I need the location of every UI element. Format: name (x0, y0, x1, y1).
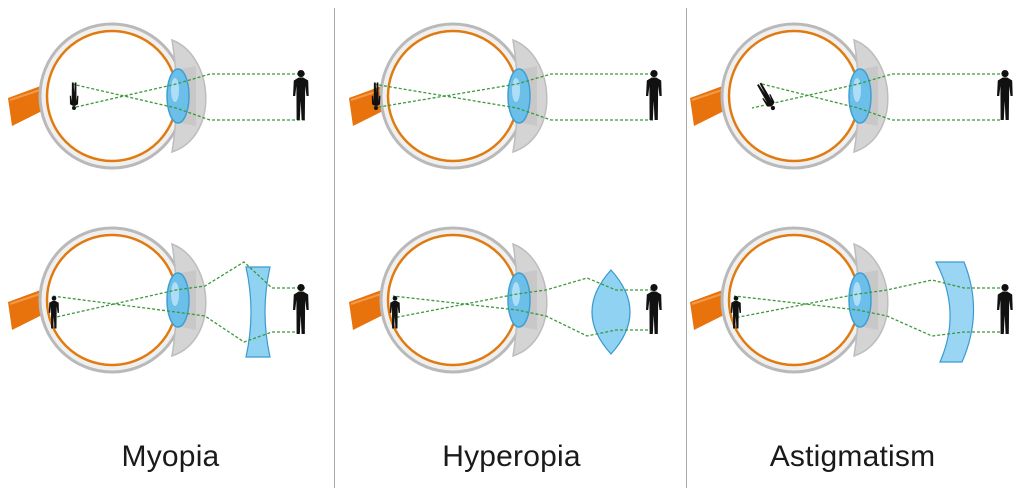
astigmatism-image-corrected-body (730, 300, 741, 329)
myopia-image-corrected (48, 296, 59, 329)
myopia-object-person-top (293, 70, 309, 120)
hyperopia-image-inverted-head (374, 106, 378, 110)
astigmatism-object-person-top (997, 70, 1013, 120)
hyperopia-image-corrected-body (389, 300, 400, 329)
panel-astigmatism: Astigmatism (682, 0, 1023, 498)
astigmatism-eye-top-lens-highlight (853, 78, 861, 102)
hyperopia-ray-top-2 (372, 83, 653, 121)
hyperopia-ray-bot-1 (392, 277, 653, 319)
astigmatism-ray-bot-2 (733, 295, 1000, 337)
astigmatism-image-distorted-head (770, 105, 776, 111)
hyperopia-eye-bottom-retina (386, 233, 520, 367)
hyperopia-image-inverted-body (371, 82, 381, 106)
myopia-ray-bot-1 (51, 261, 305, 319)
hyperopia-image-corrected-head (392, 296, 398, 301)
myopia-object-person-bottom-body (293, 291, 309, 334)
myopia-eye-bottom (8, 226, 309, 374)
caption-myopia: Myopia (121, 440, 220, 473)
hyperopia-eye-top-lens-highlight (512, 78, 520, 102)
hyperopia-eye-top (349, 22, 662, 170)
panel-astigmatism-svg (690, 22, 1013, 374)
hyperopia-image-inverted (371, 82, 381, 110)
myopia-ray-top-2 (71, 83, 305, 121)
hyperopia-eye-top-retina (386, 29, 520, 163)
myopia-object-person-top-head (297, 70, 305, 78)
myopia-image-corrected-head (51, 296, 57, 301)
astigmatism-object-person-bottom (997, 284, 1013, 334)
hyperopia-object-person-bottom (646, 284, 662, 334)
astigmatism-object-person-top-head (1001, 70, 1009, 78)
astigmatism-ray-bot-1 (733, 279, 1000, 319)
astigmatism-object-person-bottom-body (997, 291, 1013, 334)
myopia-ray-bot-2 (51, 295, 305, 343)
panel-hyperopia: Hyperopia (341, 0, 682, 498)
astigmatism-ray-top-1 (751, 73, 1000, 109)
myopia-image-corrected-body (48, 300, 59, 329)
hyperopia-object-person-top-head (650, 70, 658, 78)
hyperopia-object-person-top (646, 70, 662, 120)
divider-left (334, 8, 335, 488)
myopia-object-person-bottom (293, 284, 309, 334)
panel-myopia: Myopia (0, 0, 341, 498)
myopia-eye-bottom-retina (45, 233, 179, 367)
myopia-object-person-bottom-head (297, 284, 305, 292)
astigmatism-object-person-bottom-head (1001, 284, 1009, 292)
hyperopia-object-person-bottom-head (650, 284, 658, 292)
myopia-object-person-top-body (293, 77, 309, 120)
astigmatism-image-corrected-head (733, 296, 739, 301)
hyperopia-image-corrected (389, 296, 400, 329)
panel-myopia-svg (8, 22, 309, 374)
myopia-image-inverted-body (69, 82, 79, 106)
astigmatism-eye-bottom-retina (727, 233, 861, 367)
astigmatism-object-person-top-body (997, 77, 1013, 120)
astigmatism-eye-top-retina (727, 29, 861, 163)
myopia-ray-top-1 (71, 73, 305, 109)
myopia-concave-lens (245, 266, 271, 358)
caption-astigmatism: Astigmatism (769, 440, 936, 473)
astigmatism-image-distorted-body (757, 82, 775, 107)
astigmatism-eye-top (690, 22, 1013, 170)
astigmatism-image-distorted (757, 82, 776, 111)
astigmatism-ray-top-2 (761, 83, 1000, 121)
astigmatism-image-corrected (730, 296, 741, 329)
myopia-image-inverted-head (72, 106, 76, 110)
myopia-eye-top (8, 22, 309, 170)
hyperopia-object-person-top-body (646, 77, 662, 120)
myopia-eye-top-lens-highlight (171, 78, 179, 102)
myopia-image-inverted (69, 82, 79, 110)
astigmatism-eye-bottom (690, 226, 1013, 374)
myopia-eye-bottom-lens-highlight (171, 282, 179, 306)
astigmatism-cylindrical-lens (935, 261, 975, 363)
myopia-eye-top-retina (45, 29, 179, 163)
caption-hyperopia: Hyperopia (442, 440, 581, 473)
panel-hyperopia-svg (349, 22, 662, 374)
hyperopia-object-person-bottom-body (646, 291, 662, 334)
divider-right (686, 8, 687, 488)
hyperopia-ray-bot-2 (392, 295, 653, 337)
hyperopia-eye-bottom (349, 226, 662, 374)
